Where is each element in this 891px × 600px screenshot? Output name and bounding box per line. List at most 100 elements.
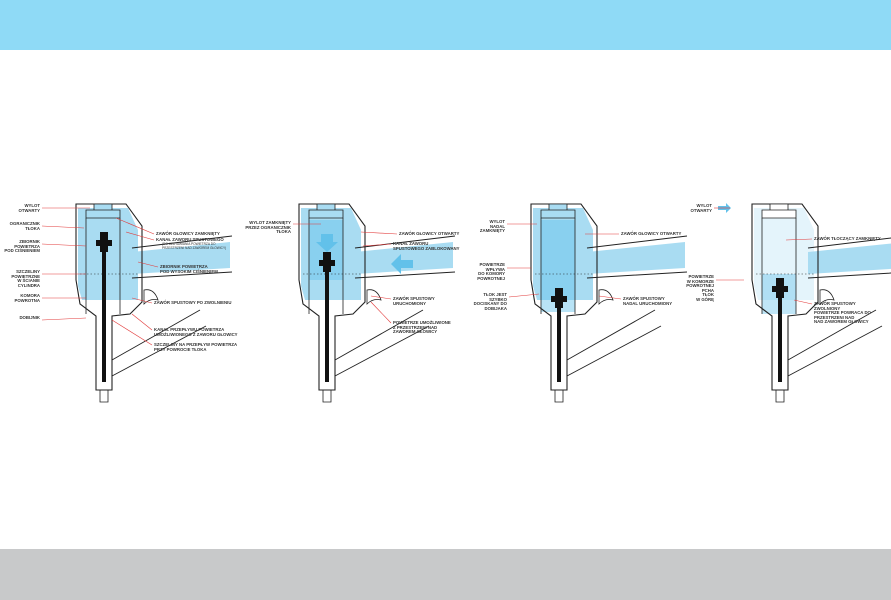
air-reservoir-fill (754, 208, 814, 300)
diagram-panel-3-drive: WYLOT NADAL ZAMKNIĘTY ZAWÓR GŁOWICY OTWA… (474, 190, 688, 410)
magazine-outline (787, 309, 883, 377)
driver-rod (778, 286, 782, 382)
head-valve-cap (761, 203, 797, 219)
handle-air-fill (587, 242, 685, 274)
air-reservoir-fill (78, 208, 138, 300)
cylinder-walls (540, 218, 576, 314)
label-trigger-valve-activated: ZAWÓR SPUSTOWY URUCHOMIONY (393, 296, 435, 306)
magazine-outline (334, 309, 430, 377)
nailer-cutaway-3 (507, 203, 688, 403)
label-trigger-released-air-returns: ZAWÓR SPUSTOWY ZWOLNIONY POWIETRZE POWRA… (814, 301, 871, 325)
label-trigger-valve-released: ZAWÓR SPUSTOWY PO ZWOLNIENIU (154, 300, 232, 305)
driver-rod (557, 296, 561, 382)
diagram-panel-1-ready: WYLOT OTWARTY OGRANICZNIK TŁOKA ZBIORNIK… (4, 190, 238, 410)
tool-body-outline (75, 203, 143, 391)
leader-line (125, 231, 155, 241)
tool-body-outline (751, 203, 819, 391)
label-trigger-valve-channel-note: (DO UZDTAWIANIA POWIETRZA DO PRZESTRZENI… (162, 242, 227, 250)
leader-line (111, 319, 153, 346)
handle-air-fill (355, 242, 453, 274)
leader-line (360, 231, 398, 235)
piston (319, 260, 335, 272)
air-reservoir-fill (533, 208, 593, 300)
leader-line (41, 317, 87, 321)
handle-air-fill (808, 243, 891, 274)
leader-line (362, 243, 392, 247)
piston-head (323, 252, 331, 260)
leader-line (793, 299, 813, 305)
leader-line (370, 301, 392, 324)
nailer-cutaway-1 (41, 203, 233, 403)
magazine-outline (111, 309, 207, 377)
label-piston-stop: OGRANICZNIK TŁOKA (9, 221, 40, 231)
leader-line (137, 261, 159, 268)
leader-line (370, 295, 392, 300)
inflow-arrow (391, 254, 413, 274)
nose-tip (322, 390, 332, 403)
label-pressure-reservoir: ZBIORNIK POWIETRZA POD CIŚNIENIEM (4, 239, 40, 254)
label-air-flow-channel: KANAŁ PRZEPŁYWU POWIETRZA UMOŻLIWIONEGO … (154, 327, 238, 337)
diagram-panel-2-firing: WYLOT ZAMKNIĘTY PRZEZ OGRANICZNIK TŁOKA … (243, 190, 460, 410)
piston (551, 296, 567, 308)
magazine-outline (566, 309, 662, 377)
label-trigger-channel-blocked: KANAŁ ZAWORU SPUSTOWEGO ZABLOKOWANY (393, 241, 460, 251)
bottom-footer-band (0, 549, 891, 600)
leader-line (598, 295, 622, 300)
label-high-pressure-reservoir: ZBIORNIK POWIETRZA POD WYSOKIM CIŚNIENIE… (160, 264, 218, 274)
down-arrow (316, 234, 338, 252)
label-return-air-pushes-piston: POWIETRZE W KOMORZE POWROTNEJ PCHA TŁOK … (686, 274, 714, 302)
head-valve-cap (308, 203, 344, 219)
label-pressure-valve-closed: ZAWÓR TŁOCZĄCY ZAMKNIĘTY (814, 236, 881, 241)
piston (772, 286, 788, 298)
label-outlet-still-closed: WYLOT NADAL ZAMKNIĘTY (479, 219, 505, 234)
nose-tip (554, 390, 564, 403)
piston-head (776, 278, 784, 286)
leader-line (41, 243, 87, 247)
label-head-valve-open-3: ZAWÓR GŁOWICY OTWARTY (621, 231, 682, 236)
nailer-cutaway-2 (293, 203, 456, 403)
cylinder-walls (308, 218, 344, 314)
handle-outline (807, 237, 891, 279)
label-air-released-above-valve: POWIETRZE UMOŻLIWIONE Z PRZESTRZENI NAD … (393, 320, 451, 335)
nose-tip (775, 390, 785, 403)
trigger (366, 289, 382, 305)
nose-tip (99, 390, 109, 403)
leader-line (131, 313, 153, 331)
label-trigger-still-activated: ZAWÓR SPUSTOWY NADAL URUCHOMIONY (623, 296, 673, 306)
leader-line (41, 225, 85, 229)
label-head-valve-closed: ZAWÓR GŁOWICY ZAMKNIĘTY (156, 231, 220, 236)
driver-rod (325, 260, 329, 382)
handle-outline (354, 235, 456, 279)
label-trigger-valve-channel: KANAŁ ZAWORU SPUSTOWEGO (156, 237, 224, 242)
handle-outline (586, 235, 688, 279)
label-cylinder-air-slots: SZCZELINY POWIETRZNE W ŚCIANIE CYLINDRA (11, 269, 40, 288)
trigger (143, 289, 159, 305)
label-return-air-slots: SZCZELINY NA PRZEPŁYW POWIETRZA PRZY POW… (154, 342, 238, 352)
leader-line (508, 293, 540, 298)
nailer-cutaway-4 (714, 203, 891, 403)
label-outlet-open-4: WYLOT OTWARTY (690, 203, 712, 213)
tool-body-outline (530, 203, 598, 391)
cylinder-walls (761, 218, 797, 314)
trigger (819, 289, 835, 305)
handle-outline (131, 235, 233, 279)
leader-line (115, 217, 155, 235)
leader-line (785, 238, 813, 241)
leader-line (131, 297, 153, 304)
tool-body-outline (298, 203, 366, 391)
label-outlet-open: WYLOT OTWARTY (18, 203, 40, 213)
label-piston-pressed-to-driver: TŁOK JEST SZYBKO DOCISKANY DO DOBIJAKA (473, 292, 507, 311)
piston-head (555, 288, 563, 296)
piston-head (100, 232, 108, 240)
diagram-panel-4-return: WYLOT OTWARTY ZAWÓR TŁOCZĄCY ZAMKNIĘTY P… (686, 190, 891, 410)
label-head-valve-open: ZAWÓR GŁOWICY OTWARTY (399, 231, 460, 236)
top-header-band (0, 0, 891, 50)
label-driver: DOBIJNIK (19, 315, 40, 320)
label-outlet-closed-by-stop: WYLOT ZAMKNIĘTY PRZEZ OGRANICZNIK TŁOKA (245, 220, 291, 235)
label-air-into-return-chamber: POWIETRZE WPŁYWA DO KOMORY POWROTNEJ (477, 262, 505, 281)
driver-rod (102, 240, 106, 382)
piston (96, 240, 112, 252)
handle-air-fill (132, 242, 230, 274)
label-return-chamber: KOMORA POWROTNA (14, 293, 40, 303)
head-valve-cap (85, 203, 121, 219)
